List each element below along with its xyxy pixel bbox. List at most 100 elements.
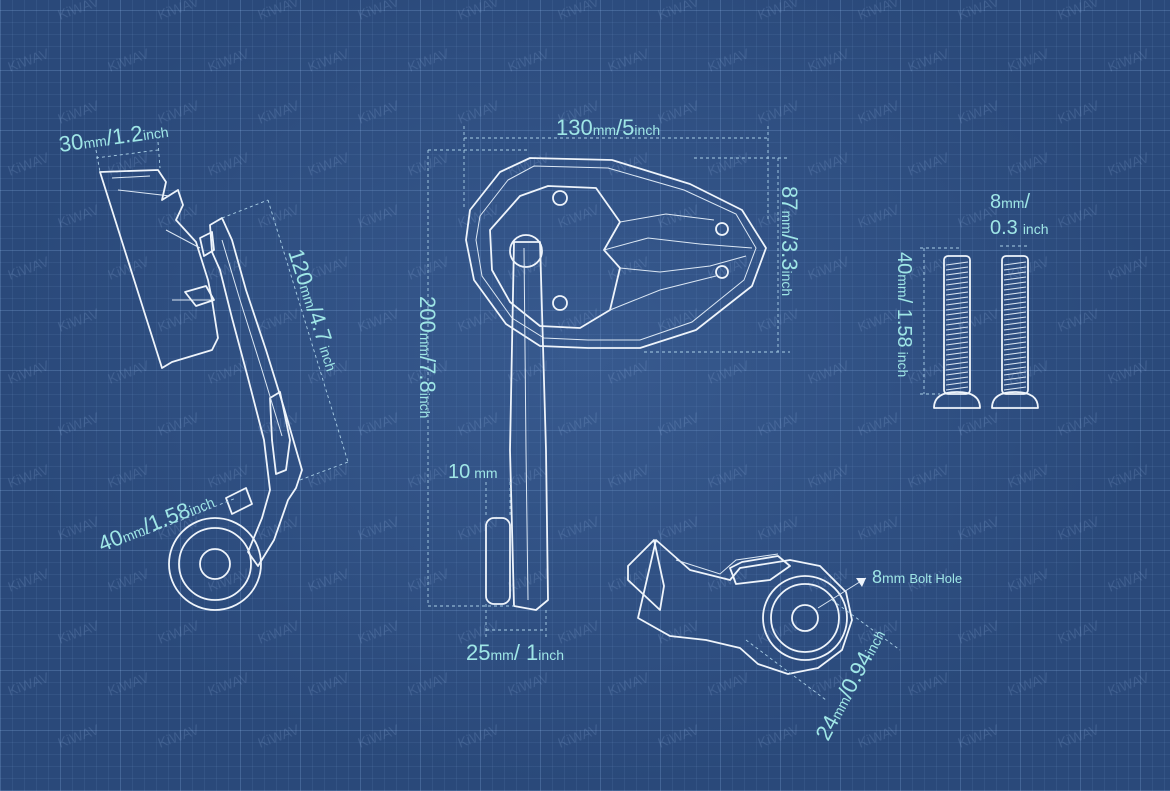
bolt-thread <box>1003 321 1027 326</box>
watermark-text: KiWAV <box>556 617 602 647</box>
watermark-text: KiWAV <box>106 565 152 595</box>
watermark-text: KiWAV <box>656 0 702 23</box>
watermark-text: KiWAV <box>656 97 702 127</box>
bolt-thread <box>945 386 969 391</box>
side-view-arm <box>168 217 303 611</box>
watermark-text: KiWAV <box>156 97 202 127</box>
bolt-thread <box>1003 281 1027 286</box>
watermark-text: KiWAV <box>0 0 2 23</box>
watermark-text: KiWAV <box>806 253 852 283</box>
bolt-thread <box>1003 286 1027 291</box>
watermark-text: KiWAV <box>556 721 602 751</box>
side-view-dimension-lines <box>95 141 349 537</box>
bolt-thread <box>1003 261 1027 266</box>
watermark-text: KiWAV <box>56 513 102 543</box>
watermark-text: KiWAV <box>1056 409 1102 439</box>
bolt-thread <box>1003 346 1027 351</box>
watermark-text: KiWAV <box>56 201 102 231</box>
bolt-thread <box>945 351 969 356</box>
bolt-thread <box>945 371 969 376</box>
bolt-thread <box>945 366 969 371</box>
watermark-text: KiWAV <box>356 721 402 751</box>
dim-base-depth: 25mm/ 1inch <box>466 640 564 665</box>
watermark-text: KiWAV <box>1006 669 1052 699</box>
watermark-text: KiWAV <box>206 149 252 179</box>
watermark-text: KiWAV <box>256 201 302 231</box>
watermark-text: KiWAV <box>106 253 152 283</box>
watermark-text: KiWAV <box>1106 669 1152 699</box>
bolt-thread <box>945 316 969 321</box>
watermark-text: KiWAV <box>956 305 1002 335</box>
watermark-text: KiWAV <box>56 305 102 335</box>
bolt-1 <box>933 255 981 409</box>
bolt-thread <box>1003 366 1027 371</box>
watermark-text: KiWAV <box>706 357 752 387</box>
dim-mount-diameter: 24mm/0.94inch <box>810 624 890 744</box>
watermark-text: KiWAV <box>856 0 902 23</box>
watermark-text: KiWAV <box>56 721 102 751</box>
watermark-text: KiWAV <box>356 305 402 335</box>
bolt-thread <box>945 361 969 366</box>
watermark-text: KiWAV <box>456 409 502 439</box>
watermark-text: KiWAV <box>606 357 652 387</box>
watermark-text: KiWAV <box>156 721 202 751</box>
watermark-text: KiWAV <box>156 305 202 335</box>
watermark-text: KiWAV <box>856 513 902 543</box>
watermark-text: KiWAV <box>306 461 352 491</box>
watermark-text: KiWAV <box>406 45 452 75</box>
bolt-thread <box>945 276 969 281</box>
watermark-text: KiWAV <box>756 721 802 751</box>
watermark-text: KiWAV <box>756 97 802 127</box>
watermark-text: KiWAV <box>656 513 702 543</box>
watermark-text: KiWAV <box>256 721 302 751</box>
bolt-thread <box>945 281 969 286</box>
watermark-text: KiWAV <box>956 97 1002 127</box>
watermark-text: KiWAV <box>956 513 1002 543</box>
watermark-text: KiWAV <box>156 0 202 23</box>
front-view-mirror-head <box>465 157 767 349</box>
bolt-thread <box>945 266 969 271</box>
dim-mirror-height: 87mm/3.3inch <box>777 186 802 296</box>
watermark-text: KiWAV <box>1006 45 1052 75</box>
watermark-text: KiWAV <box>6 149 52 179</box>
watermark-text: KiWAV <box>406 565 452 595</box>
bolt-thread <box>1003 386 1027 391</box>
watermark-text: KiWAV <box>0 513 2 543</box>
bolt-thread <box>945 346 969 351</box>
dim-bolt-length: 40mm/ 1.58inch <box>893 252 915 377</box>
bolt-thread <box>945 321 969 326</box>
bolt-thread <box>1003 271 1027 276</box>
watermark-text: KiWAV <box>1056 721 1102 751</box>
watermark-text: KiWAV <box>706 45 752 75</box>
bolt-thread <box>945 376 969 381</box>
watermark-text: KiWAV <box>1106 565 1152 595</box>
watermark-text: KiWAV <box>156 617 202 647</box>
watermark-text: KiWAV <box>1106 253 1152 283</box>
watermark-text: KiWAV <box>106 149 152 179</box>
watermark-text: KiWAV <box>1106 45 1152 75</box>
watermark-text: KiWAV <box>506 461 552 491</box>
watermark-text: KiWAV <box>356 513 402 543</box>
watermark-text: KiWAV <box>606 253 652 283</box>
bolt-thread <box>945 331 969 336</box>
bolt-thread <box>945 311 969 316</box>
watermark-text: KiWAV <box>206 45 252 75</box>
watermark-text: KiWAV <box>956 721 1002 751</box>
watermark-text: KiWAV <box>206 357 252 387</box>
watermark-text: KiWAV <box>306 149 352 179</box>
watermark-text: KiWAV <box>656 409 702 439</box>
bolt-thread <box>1003 356 1027 361</box>
watermark-text: KiWAV <box>1106 357 1152 387</box>
bolt-thread <box>945 381 969 386</box>
dim-bolt-diameter: 8mm/ <box>990 191 1030 213</box>
watermark-text: KiWAV <box>1056 513 1102 543</box>
watermark-text: KiWAV <box>406 253 452 283</box>
bolt-thread <box>1003 341 1027 346</box>
watermark-text: KiWAV <box>856 97 902 127</box>
bolts <box>920 245 1039 409</box>
dim-total-height: 200mm/7.8inch <box>415 296 440 418</box>
watermark-text: KiWAV <box>0 409 2 439</box>
watermark-text: KiWAV <box>1056 201 1102 231</box>
